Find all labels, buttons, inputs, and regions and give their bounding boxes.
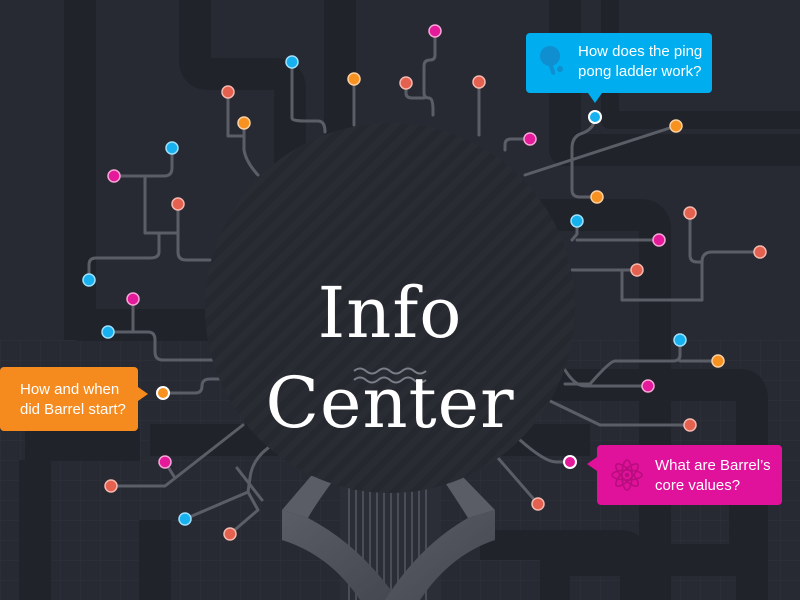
history-question-bubble[interactable]: How and when did Barrel start? [0,367,148,431]
bubble-tail [587,457,597,471]
ping-pong-question-line1: How does the ping [578,43,703,60]
core-values-question-bubble[interactable]: What are Barrel’s core values? [587,445,782,505]
bubble-tail [138,387,148,401]
bubble-tail [588,93,602,103]
page-title: Info Center [265,272,515,444]
ribbon-emblem [282,470,495,600]
values-anchor-node [563,455,577,469]
ping-pong-question-bubble[interactable]: How does the ping pong ladder work? [526,33,712,103]
center-circle [205,123,575,493]
core-values-question-line1: What are Barrel’s [655,457,771,474]
core-values-question-line2: core values? [655,477,741,494]
flower-star-icon [609,457,645,499]
wave-divider-icon [353,367,427,384]
history-question-line1: How and when [20,381,120,398]
history-question-line2: did Barrel start? [20,401,126,418]
ping-pong-paddle-icon [538,45,568,85]
ping-pong-anchor-node [588,110,602,124]
start-anchor-node [156,386,170,400]
ping-pong-question-line2: pong ladder work? [578,63,702,80]
